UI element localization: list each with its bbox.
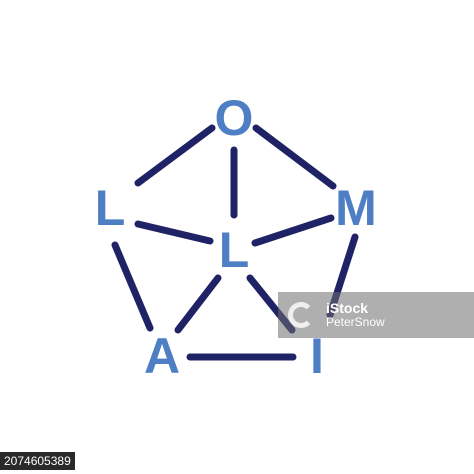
edge-right-center <box>251 214 335 247</box>
watermark-credit: PeterSnow <box>326 315 385 330</box>
edge-top-right <box>252 124 337 190</box>
node-center: L <box>219 222 250 278</box>
edge-top-left <box>134 124 216 187</box>
node-left: L <box>95 180 126 236</box>
edge-left-bottomleft <box>111 241 154 332</box>
edge-center-bottomleft <box>174 274 222 334</box>
node-right: M <box>335 180 377 236</box>
node-bottom-right: I <box>310 328 324 384</box>
node-top: O <box>215 90 254 146</box>
istock-logo-icon <box>286 298 320 332</box>
nodes: O M L L A I <box>95 90 377 384</box>
edges <box>111 124 359 361</box>
watermark-brand: iStock <box>326 299 369 316</box>
edge-left-center <box>134 220 214 245</box>
node-bottom-left: A <box>144 328 180 384</box>
watermark-text: iStock PeterSnow <box>326 299 385 330</box>
watermark-overlay: iStock PeterSnow <box>278 292 474 338</box>
image-id-tag: 2074605389 <box>0 452 75 470</box>
